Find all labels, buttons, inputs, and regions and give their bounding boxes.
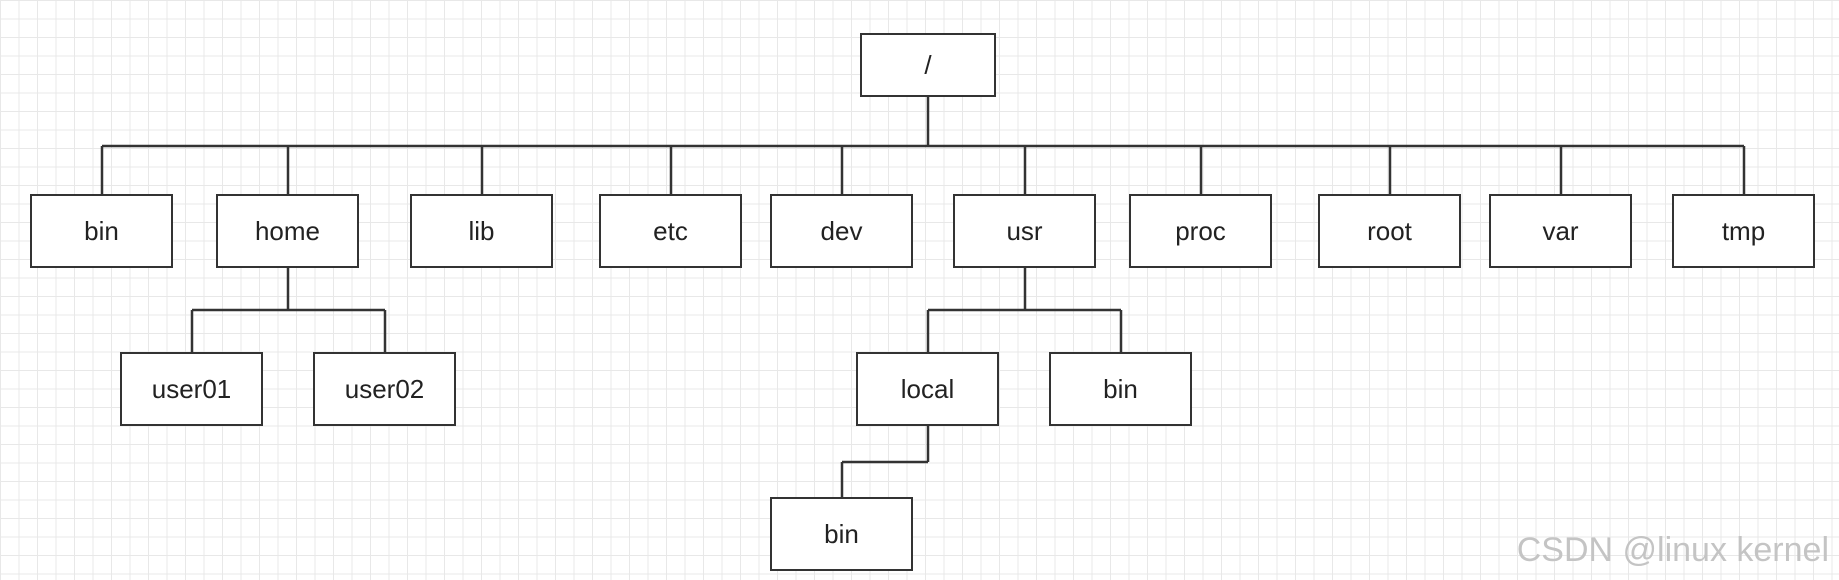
node-lib: lib	[410, 194, 553, 268]
node-home: home	[216, 194, 359, 268]
node-local: local	[856, 352, 999, 426]
node-proc: proc	[1129, 194, 1272, 268]
node-user02: user02	[313, 352, 456, 426]
node-bin: bin	[30, 194, 173, 268]
watermark-text: CSDN @linux kernel	[1516, 531, 1829, 569]
node-root-dir: root	[1318, 194, 1461, 268]
node-usr: usr	[953, 194, 1096, 268]
node-root: /	[860, 33, 996, 97]
node-tmp: tmp	[1672, 194, 1815, 268]
node-var: var	[1489, 194, 1632, 268]
node-user01: user01	[120, 352, 263, 426]
node-local-bin: bin	[770, 497, 913, 571]
node-dev: dev	[770, 194, 913, 268]
node-etc: etc	[599, 194, 742, 268]
node-usr-bin: bin	[1049, 352, 1192, 426]
